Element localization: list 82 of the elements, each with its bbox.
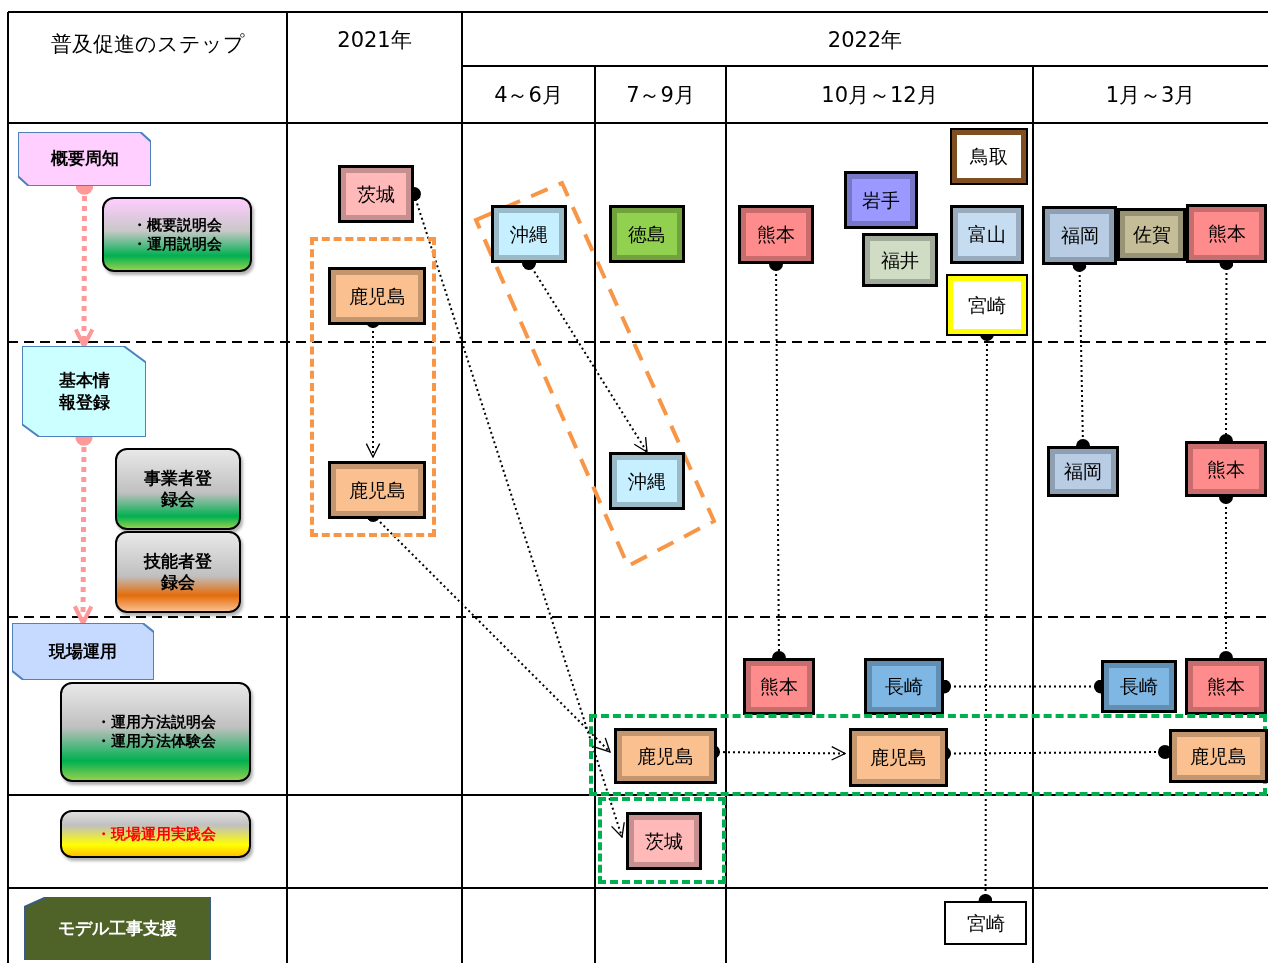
header-label: 7～9月 — [626, 82, 695, 110]
prefecture-box — [1185, 658, 1267, 715]
node-text: 鹿児島 — [1190, 746, 1247, 766]
prefecture-box — [1047, 446, 1119, 497]
node-text: 徳島 — [628, 224, 666, 244]
prefecture-box — [626, 812, 702, 870]
prefecture-box — [944, 901, 1027, 945]
header-label: 2022年 — [827, 27, 903, 55]
prefecture-box — [950, 205, 1024, 264]
activity-box — [115, 531, 241, 613]
prefecture-box — [1042, 206, 1117, 265]
header-label: 10月～12月 — [821, 82, 938, 110]
prefecture-box — [491, 205, 567, 263]
node-text: 概要周知 — [50, 147, 119, 171]
node-text: 長崎 — [1120, 677, 1158, 696]
group-outline — [598, 797, 726, 884]
node-text: 岩手 — [862, 190, 900, 210]
group-outline — [310, 237, 436, 537]
node-text: ・運用方法体験会 — [95, 732, 216, 751]
step-tab — [18, 132, 151, 186]
activity-box — [60, 682, 251, 782]
node-text: 福井 — [881, 250, 919, 270]
node-text: 現場運用 — [49, 639, 117, 663]
header-label: 4～6月 — [494, 82, 563, 110]
node-text: 沖縄 — [628, 471, 666, 491]
node-text: 鹿児島 — [348, 286, 406, 306]
node-text: 鹿児島 — [637, 746, 694, 766]
node-text: 熊本 — [760, 677, 798, 696]
step-tab — [24, 897, 211, 960]
prefecture-box — [328, 461, 426, 519]
prefecture-box — [948, 276, 1026, 334]
node-text: 鹿児島 — [870, 748, 927, 767]
prefecture-box — [1117, 208, 1186, 261]
node-text: 佐賀 — [1132, 225, 1171, 244]
node-text: 熊本 — [1207, 224, 1246, 243]
step-tab — [12, 623, 154, 680]
node-text: 長崎 — [885, 677, 923, 696]
prefecture-box — [743, 658, 815, 715]
node-text: モデル工事支援 — [58, 916, 177, 940]
prefecture-box — [614, 728, 717, 784]
prefecture-box — [328, 267, 426, 325]
node-text: ・概要説明会 — [132, 215, 222, 235]
activity-box — [60, 810, 251, 858]
prefecture-box — [849, 728, 948, 787]
node-text: 茨城 — [357, 184, 395, 204]
header-label: 普及促進のステップ — [50, 31, 245, 59]
activity-box — [115, 448, 241, 530]
prefecture-box — [609, 452, 685, 510]
node-text: ・運用方法説明会 — [95, 713, 216, 732]
node-text: 鹿児島 — [348, 480, 406, 500]
node-text: 宮崎 — [968, 295, 1006, 315]
node-text: 事業者登録会 — [143, 467, 213, 511]
header-label: 2021年 — [337, 27, 412, 55]
node-text: 熊本 — [757, 225, 795, 244]
node-text: 福岡 — [1064, 462, 1102, 481]
prefecture-box — [952, 130, 1026, 183]
node-text: ・現場運用実践会 — [95, 823, 216, 845]
node-text: 熊本 — [1207, 459, 1245, 479]
node-text: 沖縄 — [510, 224, 548, 244]
node-text: 富山 — [968, 225, 1006, 244]
node-text: 技能者登録会 — [143, 550, 213, 594]
prefecture-box — [864, 658, 944, 715]
node-text: ・運用説明会 — [132, 234, 222, 254]
node-text: 福岡 — [1060, 226, 1099, 245]
prefecture-box — [338, 165, 414, 223]
prefecture-box — [862, 233, 938, 287]
prefecture-box — [1101, 660, 1177, 713]
node-text: 鳥取 — [970, 147, 1008, 166]
prefecture-box — [844, 171, 918, 229]
prefecture-box — [1186, 204, 1267, 263]
prefecture-box — [609, 205, 685, 263]
activity-box — [102, 197, 252, 272]
node-text: 熊本 — [1207, 677, 1245, 696]
group-outline — [589, 714, 1267, 796]
node-text: 基本情報登録 — [57, 370, 111, 413]
header-label: 1月～3月 — [1105, 82, 1196, 110]
step-tab — [22, 346, 146, 437]
node-text: 茨城 — [645, 831, 683, 851]
prefecture-box — [1169, 729, 1268, 783]
node-text: 宮崎 — [966, 913, 1005, 933]
prefecture-box — [1185, 441, 1267, 497]
prefecture-box — [738, 205, 814, 264]
